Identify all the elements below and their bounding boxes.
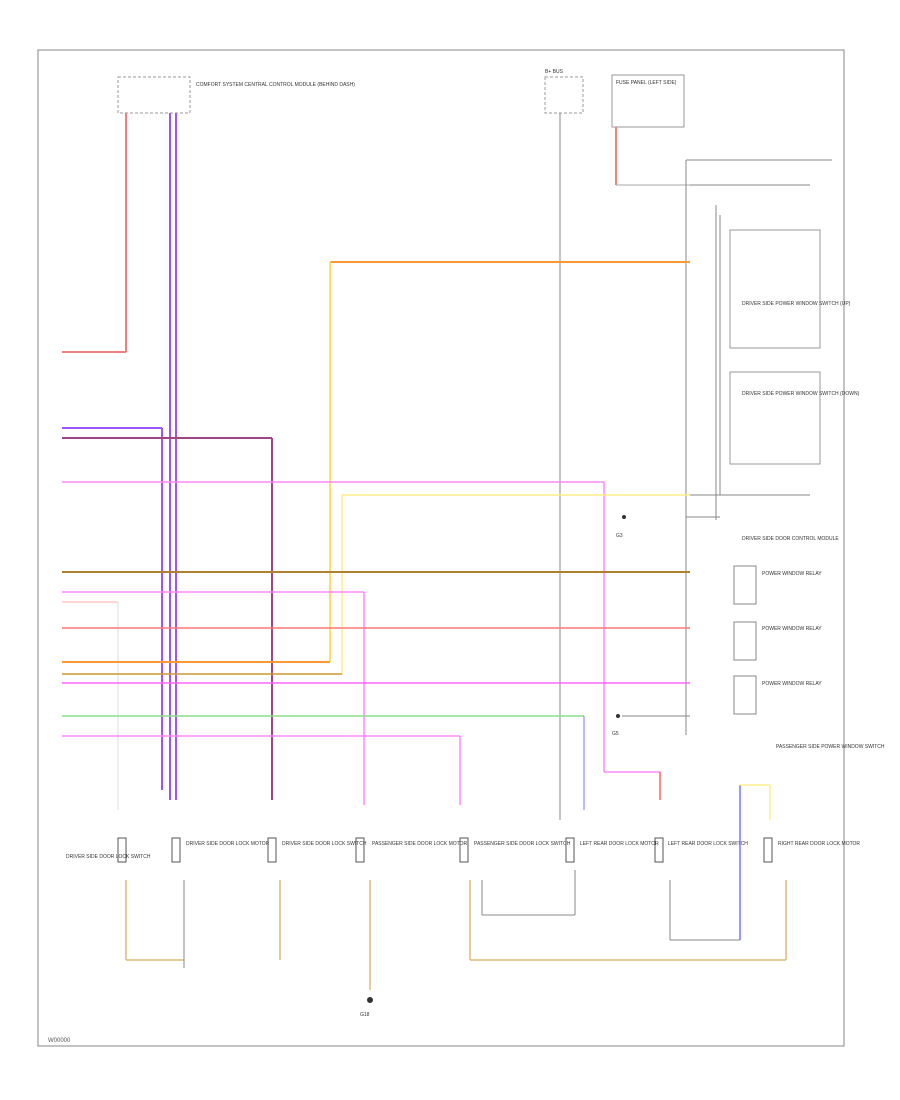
switch-group-1-label: DRIVER SIDE POWER WINDOW SWITCH (UP) bbox=[742, 301, 851, 307]
svg-text:POWER WINDOW RELAY: POWER WINDOW RELAY bbox=[762, 571, 822, 577]
ground-symbol: G5 bbox=[612, 714, 620, 737]
bottom-label-2: DRIVER SIDE DOOR LOCK MOTOR bbox=[186, 841, 270, 847]
bottom-label-5: PASSENGER SIDE DOOR LOCK SWITCH bbox=[474, 841, 571, 847]
top-left-module: COMFORT SYSTEM CENTRAL CONTROL MODULE (B… bbox=[117, 76, 355, 114]
relay-3: POWER WINDOW RELAY bbox=[733, 675, 822, 715]
top-mid-module: B+ BUS bbox=[544, 69, 584, 114]
bottom-label-6: LEFT REAR DOOR LOCK MOTOR bbox=[580, 841, 659, 847]
svg-text:POWER WINDOW RELAY: POWER WINDOW RELAY bbox=[762, 681, 822, 687]
relay-1: POWER WINDOW RELAY bbox=[733, 565, 822, 605]
bottom-components: DRIVER SIDE DOOR LOCK SWITCH DRIVER SIDE… bbox=[66, 837, 860, 863]
top-right-module: FUSE PANEL (LEFT SIDE) bbox=[611, 74, 685, 128]
diagram-frame bbox=[37, 49, 845, 1047]
bottom-label-7: LEFT REAR DOOR LOCK SWITCH bbox=[668, 841, 748, 847]
door-module-label: DRIVER SIDE DOOR CONTROL MODULE bbox=[742, 536, 839, 542]
svg-text:G18: G18 bbox=[360, 1012, 370, 1018]
right-bottom-label: PASSENGER SIDE POWER WINDOW SWITCH bbox=[776, 744, 885, 750]
bottom-label-1: DRIVER SIDE DOOR LOCK SWITCH bbox=[66, 854, 151, 860]
svg-text:G3: G3 bbox=[616, 533, 623, 539]
ground-symbol: G3 bbox=[616, 515, 626, 539]
top-left-module-label: COMFORT SYSTEM CENTRAL CONTROL MODULE (B… bbox=[196, 82, 355, 88]
ground-symbol bbox=[367, 997, 373, 1003]
right-switch-group-down: DRIVER SIDE POWER WINDOW SWITCH (DOWN) bbox=[729, 371, 860, 465]
right-switch-group-up: DRIVER SIDE POWER WINDOW SWITCH (UP) bbox=[729, 229, 851, 349]
bottom-label-3: DRIVER SIDE DOOR LOCK SWITCH bbox=[282, 841, 367, 847]
svg-text:G5: G5 bbox=[612, 731, 619, 737]
top-right-module-label: FUSE PANEL (LEFT SIDE) bbox=[616, 80, 677, 86]
svg-text:POWER WINDOW RELAY: POWER WINDOW RELAY bbox=[762, 626, 822, 632]
bottom-label-4: PASSENGER SIDE DOOR LOCK MOTOR bbox=[372, 841, 467, 847]
switch-group-2-label: DRIVER SIDE POWER WINDOW SWITCH (DOWN) bbox=[742, 391, 860, 397]
top-mid-module-label: B+ BUS bbox=[545, 69, 564, 75]
bottom-label-8: RIGHT REAR DOOR LOCK MOTOR bbox=[778, 841, 860, 847]
diagram-ref-code: W00000 bbox=[48, 1038, 71, 1044]
relay-2: POWER WINDOW RELAY bbox=[733, 621, 822, 661]
